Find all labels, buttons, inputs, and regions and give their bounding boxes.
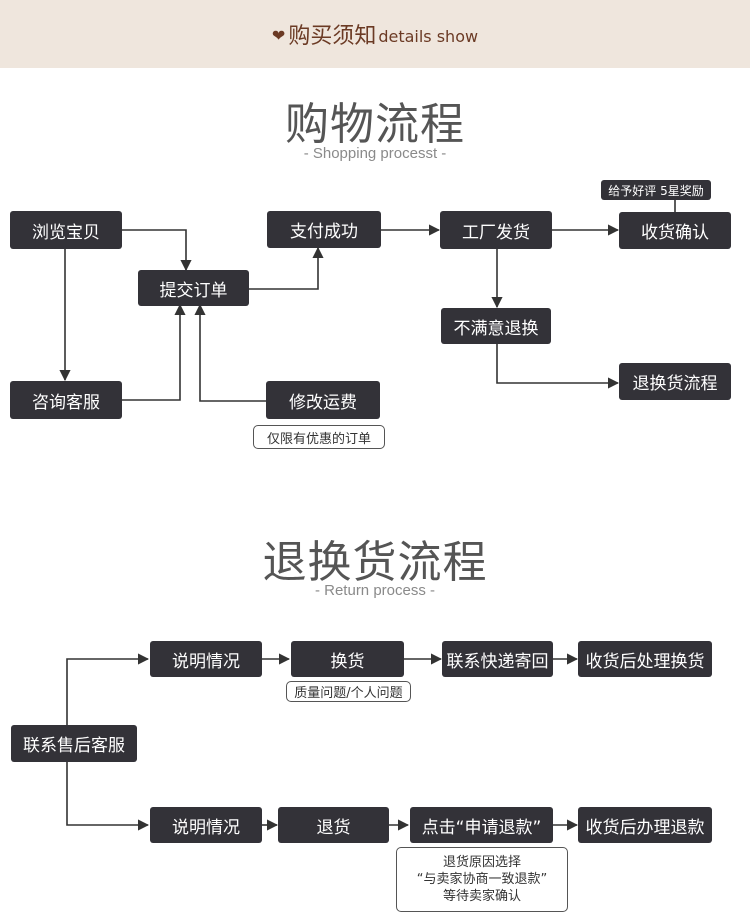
shopping-section-title: 购物流程 [285,99,465,150]
node-refund: 退货 [278,807,389,843]
node-return-process: 退换货流程 [619,363,731,400]
return-section-title: 退换货流程 [262,537,488,588]
note-refund-line3: 等待卖家确认 [442,889,521,904]
note-exchange-reason: 质量问题/个人问题 [286,681,411,702]
node-factory-ship: 工厂发货 [440,211,552,249]
node-modify-shipping: 修改运费 [266,381,380,419]
connector-consult-submit [122,303,186,401]
node-process-exchange: 收货后处理换货 [578,641,712,677]
tag-review-reward: 给予好评 5星奖励 [601,180,711,200]
node-exchange: 换货 [291,641,404,677]
connector-unsatisfied-return [496,344,620,389]
node-process-refund: 收货后办理退款 [578,807,712,843]
node-receive-confirm: 收货确认 [619,212,731,249]
node-contact-express: 联系快递寄回 [442,641,553,677]
note-refund-line2: “与卖家协商一致退款” [416,872,548,887]
connector-modify-submit [194,303,266,402]
header-title: 购买须知 [288,24,377,49]
header-subtitle: details show [378,26,479,46]
shopping-section-subtitle: - Shopping processt - [303,145,447,162]
note-modify-shipping: 仅限有优惠的订单 [253,425,385,449]
connector-contact-explain2 [66,762,150,831]
node-consult: 咨询客服 [10,381,122,419]
return-section-subtitle: - Return process - [314,582,436,599]
connector-browse-submit [122,229,192,272]
node-explain-refund: 说明情况 [150,807,262,843]
note-refund-steps: 退货原因选择 “与卖家协商一致退款” 等待卖家确认 [396,847,568,912]
node-apply-refund: 点击“申请退款” [410,807,553,843]
connector-contact-explain1 [66,653,150,725]
heart-icon: ❤ [271,25,286,45]
header-banner: ❤ 购买须知 details show [0,0,750,68]
node-explain-exchange: 说明情况 [150,641,262,677]
connector-submit-pay [249,246,324,290]
node-contact-service: 联系售后客服 [11,725,137,762]
node-browse: 浏览宝贝 [10,211,122,249]
node-submit-order: 提交订单 [138,270,249,306]
node-payment-success: 支付成功 [267,211,381,248]
note-refund-line1: 退货原因选择 [442,855,521,870]
node-unsatisfied: 不满意退换 [441,308,551,344]
